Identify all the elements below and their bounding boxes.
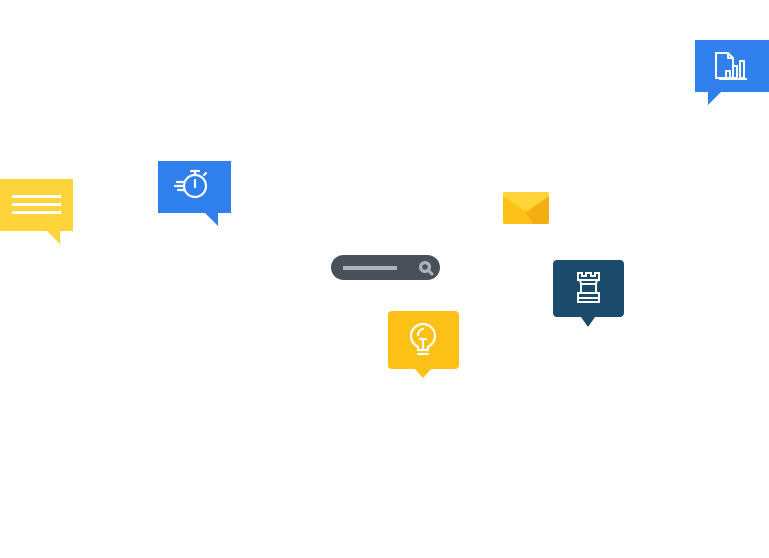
search-bar (331, 255, 441, 281)
report-bubble (695, 40, 769, 106)
report-chart-icon (695, 40, 769, 105)
stopwatch-bubble (158, 161, 232, 227)
search-icon (419, 261, 434, 276)
search-bar-graphic (331, 255, 440, 280)
lightbulb-icon (388, 311, 459, 378)
chat-bubble-lines (0, 179, 74, 245)
stopwatch-icon (158, 161, 231, 226)
chess-rook-icon (553, 260, 624, 327)
chat-lines-icon (0, 179, 73, 244)
rook-bubble (553, 260, 625, 328)
envelope-icon (503, 192, 549, 224)
lightbulb-bubble (388, 311, 460, 379)
envelope (503, 192, 549, 225)
